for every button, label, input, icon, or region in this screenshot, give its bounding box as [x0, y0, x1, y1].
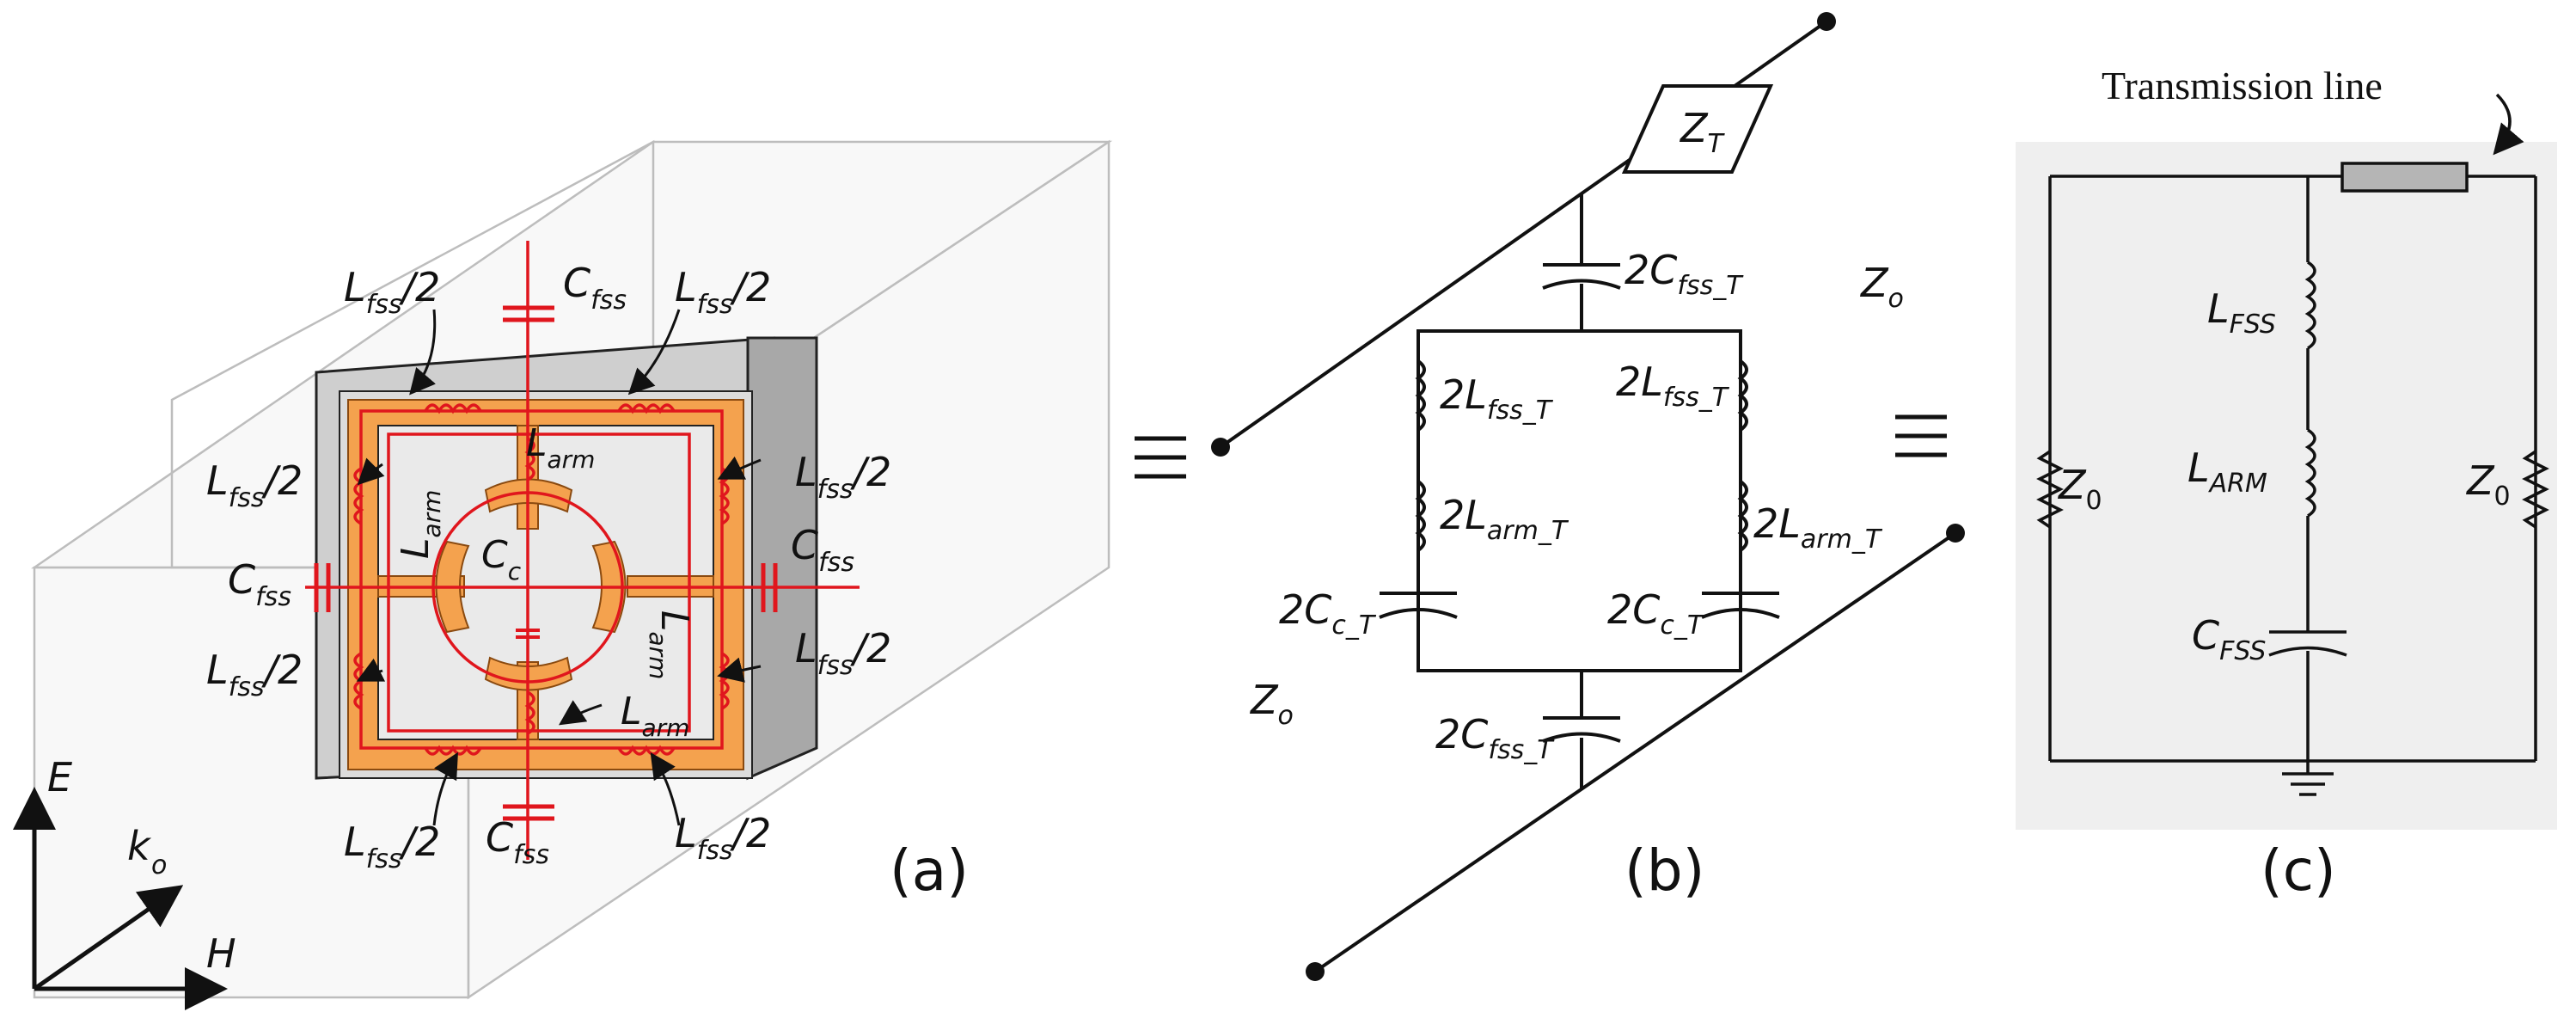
lfss-t-label-right: 2Lfss_T — [1616, 359, 1730, 413]
svg-text:Cfss: Cfss — [228, 556, 291, 612]
pointer-arrows — [356, 309, 762, 826]
svg-text:Lfss/2: Lfss/2 — [795, 625, 891, 681]
fss-unit-cell — [315, 336, 818, 781]
caption-c: (c) — [2261, 837, 2336, 904]
transmission-line-element — [2340, 162, 2469, 193]
larm-cc-labels: Larm Larm Larm Larm Cc — [394, 421, 696, 742]
svg-text:Lfss/2: Lfss/2 — [344, 264, 440, 320]
svg-text:Cfss: Cfss — [563, 260, 627, 316]
equivalence-symbols — [1135, 414, 1947, 479]
svg-text:Larm: Larm — [644, 610, 696, 679]
transmission-line-arrow — [2493, 93, 2524, 156]
cfss-labels: Cfss Cfss Cfss Cfss — [228, 260, 854, 870]
svg-text:Lfss/2: Lfss/2 — [795, 449, 891, 505]
h-axis-label: H — [206, 930, 236, 977]
svg-text:Lfss/2: Lfss/2 — [675, 810, 771, 866]
svg-text:Lfss/2: Lfss/2 — [206, 647, 303, 702]
cfss-t-label-top: 2Cfss_T — [1625, 247, 1744, 301]
lfss-label: LFSS — [2207, 285, 2276, 340]
larm-t-label-right: 2Larm_T — [1753, 500, 1883, 555]
svg-text:Larm: Larm — [526, 421, 595, 474]
svg-text:Larm: Larm — [394, 490, 446, 559]
k-axis-label: k — [127, 823, 152, 869]
transmission-line-label: Transmission line — [2102, 64, 2383, 107]
z0-label-right: Z0 — [2465, 457, 2511, 512]
red-circuit-overlay — [305, 241, 860, 860]
lfss-half-labels: Lfss/2 Lfss/2 Lfss/2 Lfss/2 Lfss/2 Lfss/… — [206, 264, 891, 874]
svg-text:Lfss/2: Lfss/2 — [344, 819, 440, 874]
cfss-label: CFSS — [2192, 612, 2266, 666]
panel-c-background — [2016, 142, 2557, 830]
lfss-t-label-left: 2Lfss_T — [1440, 371, 1554, 426]
field-axes — [12, 787, 228, 1010]
svg-text:Cc: Cc — [481, 533, 522, 586]
cc-t-label-left: 2Cc_T — [1279, 586, 1377, 641]
svg-text:Cfss: Cfss — [791, 522, 854, 578]
cc-t-label-right: 2Cc_T — [1607, 586, 1705, 641]
panel-b: ZT Zo Zo 2Cfss_T 2Cfss_T 2Lfss_T 2Lfss_T… — [1211, 12, 1965, 981]
zo-label-top: Zo — [1859, 260, 1904, 314]
svg-text:Lfss/2: Lfss/2 — [675, 264, 771, 320]
panel-c: Transmission line Z0 Z0 LFSS — [2016, 64, 2557, 904]
larm-label: LARM — [2187, 445, 2267, 499]
zt-label: ZT — [1679, 105, 1726, 159]
e-axis-label: E — [47, 754, 72, 800]
svg-text:Larm: Larm — [621, 690, 689, 742]
k-axis-subscript: o — [151, 850, 167, 880]
caption-a: (a) — [890, 837, 969, 904]
svg-text:Lfss/2: Lfss/2 — [206, 457, 303, 513]
zo-label-bottom: Zo — [1249, 677, 1294, 731]
caption-b: (b) — [1625, 837, 1704, 904]
panel-a: E H k o Lfss/2 Lfss/2 Lfss/2 Lfss/2 Lfss… — [12, 139, 1113, 1010]
svg-text:Cfss: Cfss — [486, 814, 549, 870]
z0-label-left: Z0 — [2057, 462, 2102, 516]
larm-t-label-left: 2Larm_T — [1440, 492, 1569, 546]
cfss-t-label-bottom: 2Cfss_T — [1435, 711, 1555, 765]
